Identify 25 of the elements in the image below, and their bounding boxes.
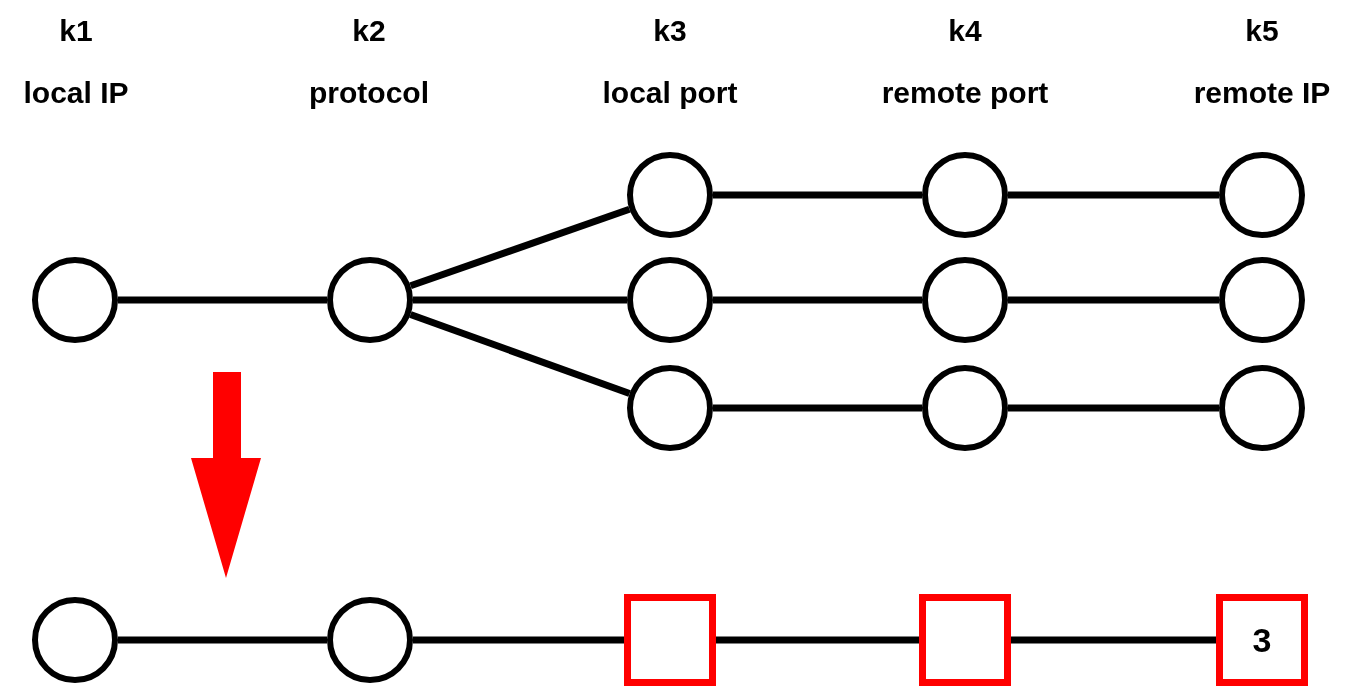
square-node [919,594,1011,686]
connector-line [1008,191,1219,199]
connector-line [713,191,922,199]
field-label: local port [601,75,739,111]
connector-line [118,636,327,644]
field-label: remote port [880,75,1050,111]
key-label: k4 [947,13,983,49]
key-label: k2 [351,13,387,49]
connector-line [1011,636,1216,644]
connector-line [713,296,922,304]
connector-line [1008,296,1219,304]
connector-line [413,636,624,644]
key-label: k3 [652,13,688,49]
key-label: k5 [1244,13,1280,49]
field-label: local IP [22,75,130,111]
connector-line [118,296,327,304]
connector-line [716,636,919,644]
connector-line [713,404,922,412]
field-label: remote IP [1192,75,1332,111]
key-label: k1 [58,13,94,49]
connector-line [413,296,627,304]
connector-line [1008,404,1219,412]
field-label: protocol [308,75,430,111]
square-node: 3 [1216,594,1308,686]
square-node [624,594,716,686]
